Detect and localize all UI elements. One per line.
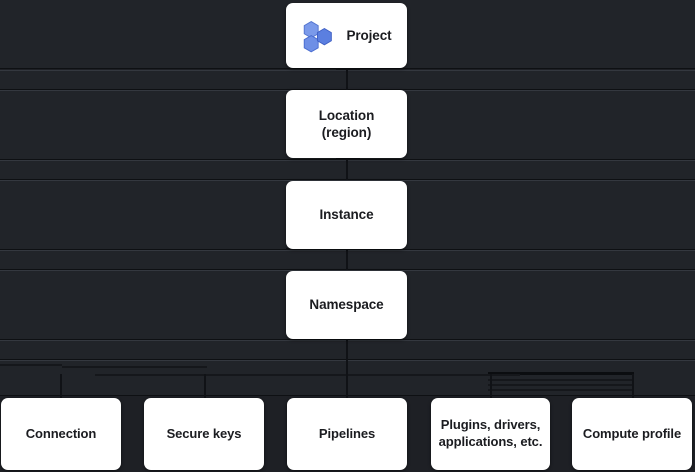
node-location[interactable]: Location (region)	[286, 90, 407, 158]
connector-bus-main	[488, 372, 634, 375]
node-secure-keys[interactable]: Secure keys	[144, 398, 264, 470]
connector-namespace-to-bus	[346, 338, 348, 374]
node-label: Instance	[319, 207, 374, 223]
node-label: Plugins, drivers, applications, etc.	[438, 417, 543, 449]
node-project[interactable]: Project	[286, 3, 407, 68]
connector-instance-to-namespace	[346, 248, 348, 270]
connector-bus-main	[95, 374, 520, 376]
connector-location-to-instance	[346, 158, 348, 180]
connector-bus-to-plugins	[490, 374, 492, 398]
connector-bus-main	[488, 389, 634, 391]
connector-project-to-location	[346, 68, 348, 90]
node-namespace[interactable]: Namespace	[286, 271, 407, 339]
node-label: Secure keys	[166, 425, 242, 441]
connector-location-bottom	[336, 158, 360, 160]
connector-bus-upper	[0, 364, 62, 366]
connector-bus-main	[488, 379, 634, 381]
node-label: Connection	[25, 425, 97, 441]
connector-bus-upper	[62, 366, 207, 368]
connector-bus-to-connection	[60, 374, 62, 398]
hexagon-cluster-icon	[301, 19, 335, 53]
node-label: Location (region)	[318, 107, 375, 140]
connector-bus-to-compute-profile	[632, 374, 634, 398]
connector-bus-to-pipelines	[346, 374, 348, 398]
node-label: Project	[346, 27, 392, 43]
connector-bus-main	[488, 384, 634, 386]
node-connection[interactable]: Connection	[1, 398, 121, 470]
connector-project-bottom	[336, 68, 360, 70]
node-plugins[interactable]: Plugins, drivers, applications, etc.	[431, 398, 550, 470]
node-label: Pipelines	[318, 425, 376, 441]
connector-instance-bottom	[286, 248, 360, 250]
connector-bus-to-secure-keys	[204, 374, 206, 398]
node-compute-profile[interactable]: Compute profile	[572, 398, 692, 470]
node-instance[interactable]: Instance	[286, 181, 407, 249]
node-pipelines[interactable]: Pipelines	[287, 398, 407, 470]
node-label: Namespace	[309, 297, 384, 313]
node-label: Compute profile	[582, 425, 682, 441]
